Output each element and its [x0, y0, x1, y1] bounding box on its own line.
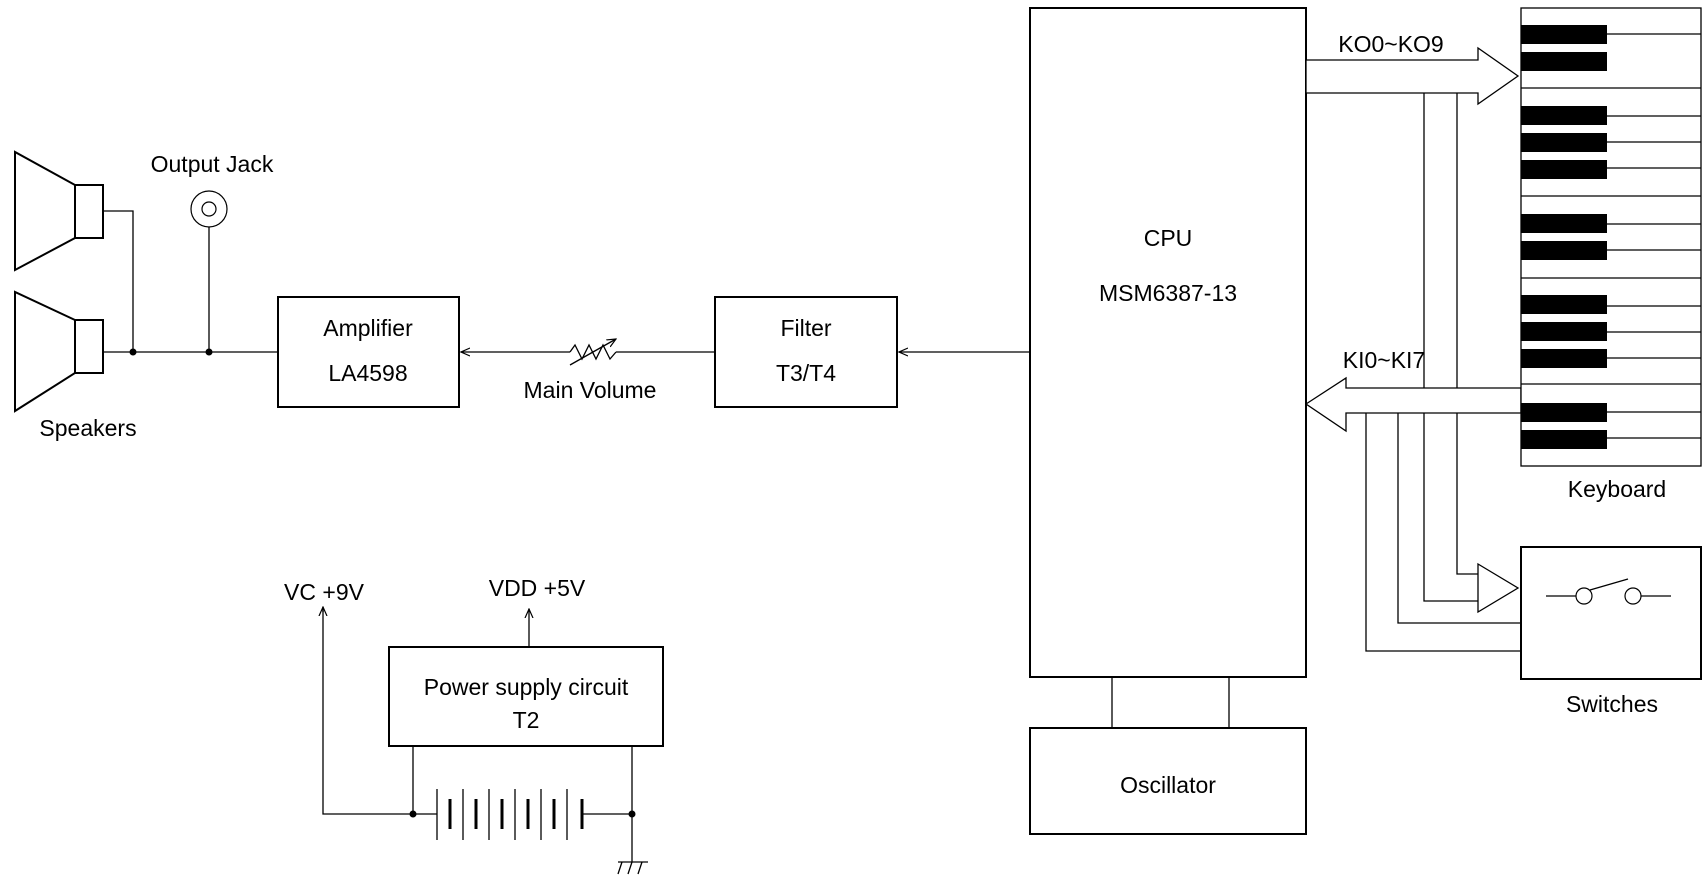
main-volume-label: Main Volume: [524, 377, 657, 403]
speaker-top-wire: [103, 210, 134, 352]
filter-title: Filter: [780, 315, 831, 341]
switch-icon[interactable]: [1546, 578, 1671, 605]
speakers-label: Speakers: [39, 415, 136, 441]
amplifier-block: [277, 296, 460, 408]
filter-part: T3/T4: [776, 360, 836, 386]
ki-from-switch-wire: [1397, 413, 1521, 624]
junction-dot: [129, 348, 137, 356]
switches-label: Switches: [1566, 691, 1658, 717]
cpu-block: [1029, 7, 1307, 678]
oscillator-title: Oscillator: [1120, 772, 1216, 798]
speaker-bottom-icon: [14, 290, 104, 413]
power-supply-title: Power supply circuit: [424, 674, 629, 700]
vc-label: VC +9V: [284, 579, 365, 605]
switches-block: [1520, 546, 1702, 680]
switch-input-arrow: [1477, 562, 1520, 614]
cpu-title: CPU: [1144, 225, 1193, 251]
filter-block: [714, 296, 898, 408]
main-volume-potentiometer-icon[interactable]: [569, 339, 616, 366]
amplifier-part: LA4598: [328, 360, 407, 386]
ko-bus-label: KO0~KO9: [1338, 31, 1443, 57]
vdd-label: VDD +5V: [489, 575, 586, 601]
ki-bus-label: KI0~KI7: [1343, 347, 1425, 373]
oscillator-block: [1029, 727, 1307, 835]
ki-bus-arrow: [1304, 376, 1522, 433]
keyboard-label: Keyboard: [1568, 476, 1666, 502]
output-jack-icon[interactable]: [190, 190, 228, 352]
battery-icon: [413, 789, 632, 840]
output-jack-label: Output Jack: [151, 151, 274, 177]
speaker-top-icon: [14, 150, 104, 272]
keyboard-icon[interactable]: [1520, 7, 1702, 467]
power-supply-block: [388, 646, 664, 747]
power-supply-part: T2: [513, 707, 540, 733]
ko-bus-arrow: [1305, 46, 1520, 106]
amplifier-title: Amplifier: [323, 315, 413, 341]
ki-from-switch-wire-2: [1365, 413, 1521, 652]
cpu-part: MSM6387-13: [1099, 280, 1237, 306]
ground-icon: [617, 861, 648, 875]
junction-dot: [409, 810, 417, 818]
ko-to-switch-wire-2: [1423, 93, 1478, 602]
ko-to-switch-wire: [1456, 93, 1478, 575]
vc-wire: [322, 609, 414, 815]
